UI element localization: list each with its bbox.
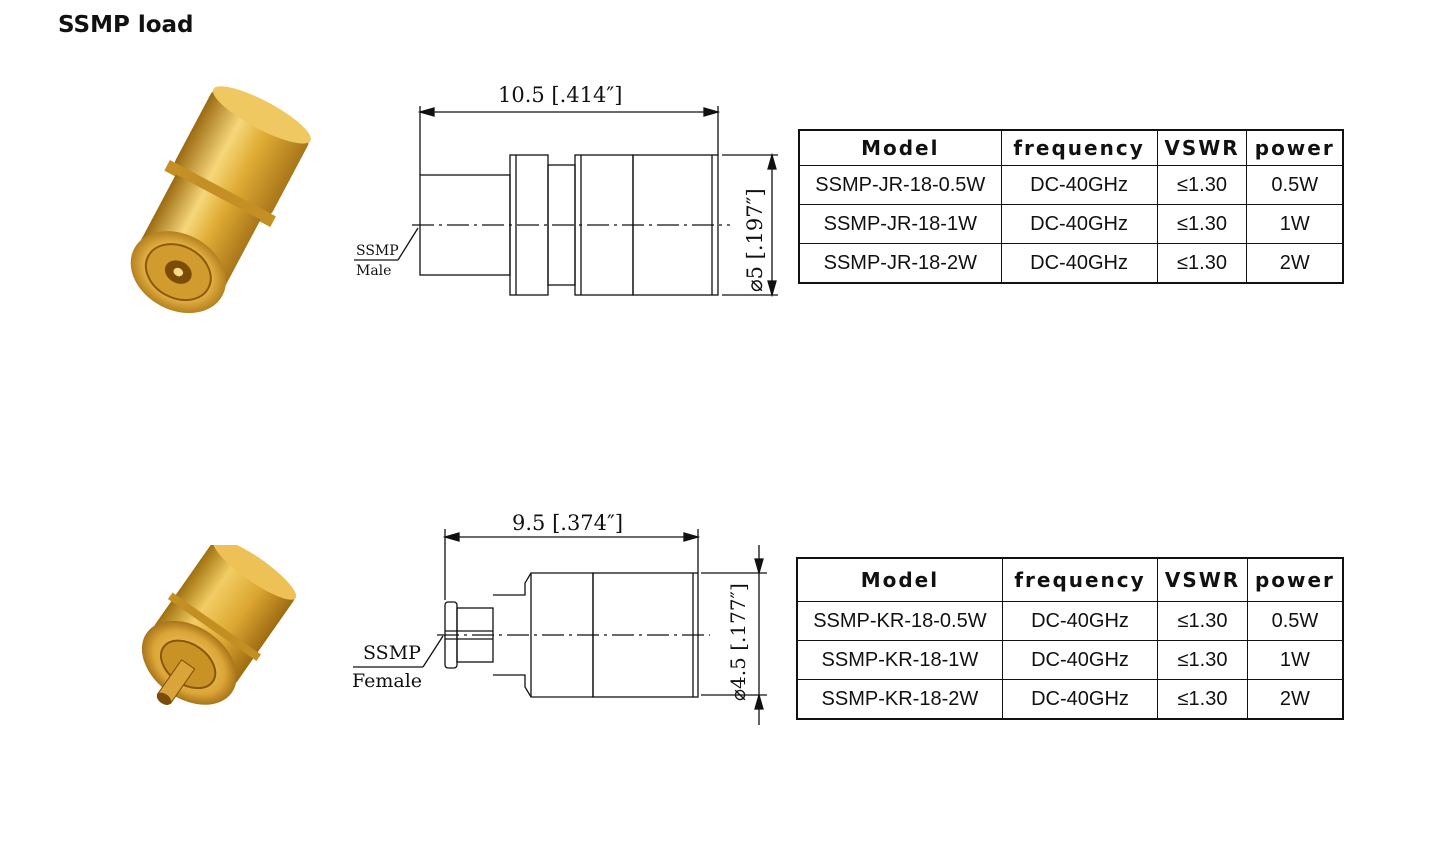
table-row: SSMP-JR-18-1W DC-40GHz ≤1.30 1W bbox=[798, 204, 1344, 244]
connector-label-line1: SSMP bbox=[363, 642, 421, 664]
table-cell: SSMP-JR-18-1W bbox=[798, 204, 1002, 244]
column-header: Model bbox=[798, 129, 1002, 166]
column-header: power bbox=[1246, 129, 1344, 166]
table-cell: ≤1.30 bbox=[1157, 601, 1248, 641]
product-photo-female bbox=[141, 545, 297, 705]
table-cell: SSMP-JR-18-0.5W bbox=[798, 165, 1002, 205]
table-cell: DC-40GHz bbox=[1000, 165, 1158, 205]
table-header-row: Model frequency VSWR power bbox=[796, 557, 1344, 602]
table-row: SSMP-KR-18-0.5W DC-40GHz ≤1.30 0.5W bbox=[796, 601, 1344, 641]
table-cell: 0.5W bbox=[1246, 165, 1344, 205]
diameter-dimension: ⌀5 [.197″] bbox=[743, 188, 767, 292]
table-cell: 2W bbox=[1246, 243, 1344, 284]
table-row: SSMP-KR-18-1W DC-40GHz ≤1.30 1W bbox=[796, 640, 1344, 680]
column-header: frequency bbox=[1000, 129, 1158, 166]
table-cell: ≤1.30 bbox=[1157, 679, 1248, 720]
length-dimension: 10.5 [.414″] bbox=[498, 83, 622, 107]
column-header: frequency bbox=[1001, 557, 1159, 602]
column-header: power bbox=[1246, 557, 1344, 602]
diameter-dimension: ⌀4.5 [.177″] bbox=[726, 583, 750, 701]
table-cell: 1W bbox=[1246, 204, 1344, 244]
table-cell: DC-40GHz bbox=[1001, 640, 1159, 680]
table-cell: 2W bbox=[1246, 679, 1344, 720]
table-cell: ≤1.30 bbox=[1156, 165, 1248, 205]
table-cell: DC-40GHz bbox=[1000, 204, 1158, 244]
table-row: SSMP-JR-18-2W DC-40GHz ≤1.30 2W bbox=[798, 243, 1344, 284]
table-cell: DC-40GHz bbox=[1000, 243, 1158, 284]
length-dimension: 9.5 [.374″] bbox=[512, 511, 623, 535]
table-row: SSMP-KR-18-2W DC-40GHz ≤1.30 2W bbox=[796, 679, 1344, 720]
technical-drawing-female: 9.5 [.374″] ⌀4.5 [.177″] SSMP Female bbox=[352, 511, 767, 725]
technical-drawing-male: 10.5 [.414″] ⌀5 [.197″] SSMP Male bbox=[354, 83, 778, 298]
table-cell: SSMP-KR-18-2W bbox=[796, 679, 1003, 720]
column-header: VSWR bbox=[1157, 557, 1248, 602]
table-cell: DC-40GHz bbox=[1001, 601, 1159, 641]
table-cell: SSMP-KR-18-1W bbox=[796, 640, 1003, 680]
spec-table-female: Model frequency VSWR power SSMP-KR-18-0.… bbox=[796, 557, 1344, 720]
table-cell: DC-40GHz bbox=[1001, 679, 1159, 720]
connector-label-line2: Female bbox=[352, 670, 422, 692]
page-title: SSMP load bbox=[58, 12, 194, 38]
column-header: VSWR bbox=[1156, 129, 1248, 166]
table-cell: SSMP-JR-18-2W bbox=[798, 243, 1002, 284]
table-cell: ≤1.30 bbox=[1156, 243, 1248, 284]
table-cell: 0.5W bbox=[1246, 601, 1344, 641]
connector-label-line1: SSMP bbox=[356, 243, 399, 259]
table-cell: ≤1.30 bbox=[1156, 204, 1248, 244]
connector-label-line2: Male bbox=[356, 263, 391, 279]
column-header: Model bbox=[796, 557, 1003, 602]
table-row: SSMP-JR-18-0.5W DC-40GHz ≤1.30 0.5W bbox=[798, 165, 1344, 205]
spec-table-male: Model frequency VSWR power SSMP-JR-18-0.… bbox=[798, 129, 1344, 284]
table-cell: SSMP-KR-18-0.5W bbox=[796, 601, 1003, 641]
table-cell: ≤1.30 bbox=[1157, 640, 1248, 680]
product-photo-male bbox=[130, 86, 311, 314]
table-cell: 1W bbox=[1246, 640, 1344, 680]
table-header-row: Model frequency VSWR power bbox=[798, 129, 1344, 166]
